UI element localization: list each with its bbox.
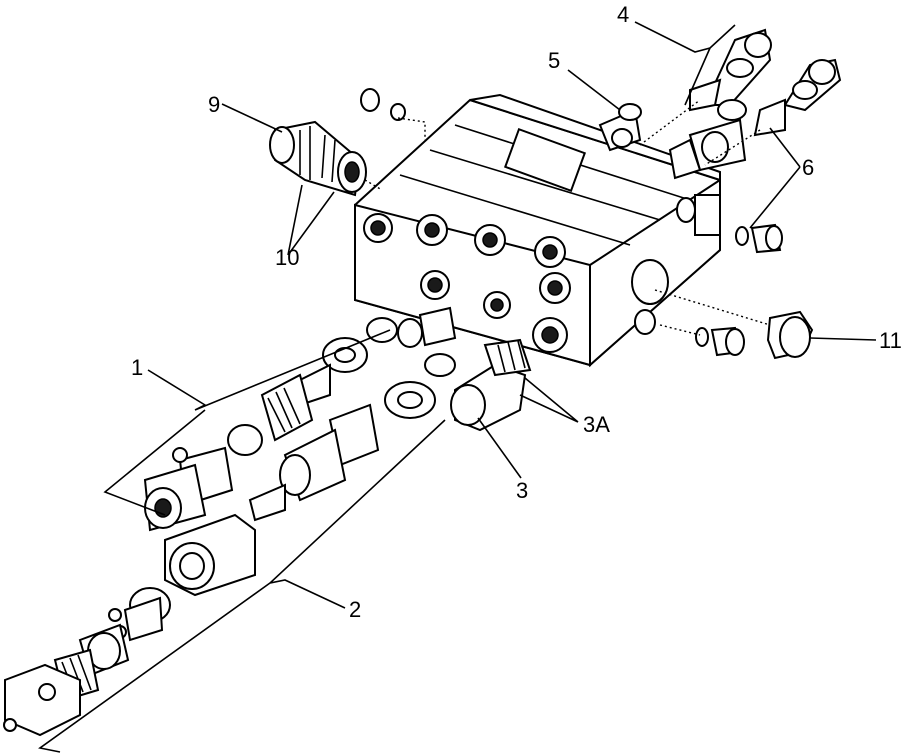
callout-5: 5 [548,48,560,73]
callout-1: 1 [131,355,143,380]
valve-assembly-2 [3,403,380,737]
valve-body [354,93,721,368]
callout-3: 3 [516,478,528,503]
callout-3a: 3A [583,412,610,437]
plug-11 [654,289,814,360]
callout-6: 6 [802,155,814,180]
callout-4: 4 [617,2,629,27]
fitting-9 [269,88,426,197]
callout-2: 2 [349,597,361,622]
callout-9: 9 [208,92,220,117]
plug-3 [384,338,532,432]
valve-assembly-1 [143,306,457,532]
callout-10: 10 [275,245,299,270]
callout-11: 11 [879,328,902,353]
callout-leaders [38,21,877,753]
spool-group-6 [639,58,842,254]
